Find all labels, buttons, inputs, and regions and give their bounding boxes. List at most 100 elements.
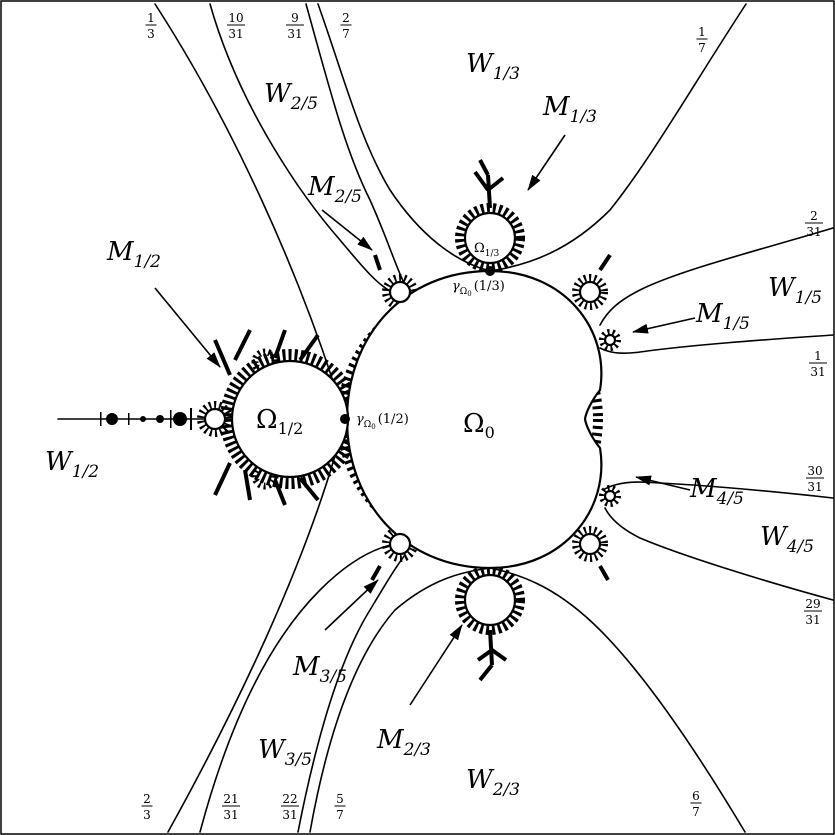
limb-labels: M1/2 M1/3 M2/5 M1/5 M4/5 M3/5 M2/3: [106, 92, 750, 760]
bulb-2-5: [388, 280, 412, 304]
fraction-denominator: 31: [228, 27, 243, 41]
ray-5-7: [309, 567, 491, 833]
label-omega-third: Ω1/3: [474, 241, 500, 259]
ray-9-31: [305, 3, 406, 286]
label-m25: M2/5: [307, 172, 362, 207]
fraction-label-6-7: 67: [690, 789, 702, 819]
ray-1-31: [599, 334, 834, 355]
fraction-denominator: 7: [698, 41, 706, 55]
fraction-denominator: 7: [692, 805, 700, 819]
fraction-numerator: 29: [805, 597, 820, 611]
fraction-label-5-7: 57: [334, 792, 346, 822]
label-m12: M1/2: [106, 237, 161, 272]
label-w12: W1/2: [45, 447, 99, 482]
arrow-m25: [321, 209, 373, 251]
ray-2-3: [167, 418, 346, 833]
label-omega-half: Ω1/2: [256, 405, 303, 438]
fraction-denominator: 3: [147, 27, 155, 41]
bulb-4-5: [603, 489, 617, 503]
label-w23: W2/3: [466, 765, 520, 800]
main-cardioid: [345, 269, 603, 570]
bulb-3-4: [578, 532, 602, 556]
ray-1-3: [154, 3, 346, 420]
arrow-m45: [635, 475, 691, 491]
ray-2-31: [599, 227, 834, 326]
fraction-label-1-7: 17: [696, 25, 708, 55]
arrow-m35: [324, 579, 379, 631]
fraction-numerator: 2: [342, 11, 350, 25]
label-m15: M1/5: [695, 299, 750, 334]
fraction-denominator: 31: [287, 27, 302, 41]
label-omega-0: Ω0: [463, 409, 495, 442]
bulb-3-5: [388, 532, 412, 556]
label-m45: M4/5: [689, 474, 744, 509]
label-w45: W4/5: [760, 522, 814, 557]
label-w25: W2/5: [264, 79, 318, 114]
fraction-label-2-31: 231: [805, 209, 823, 239]
fraction-label-1-3: 13: [145, 11, 157, 41]
fraction-denominator: 31: [805, 613, 820, 627]
fraction-numerator: 22: [282, 792, 297, 806]
label-gamma-half: γΩ0(1/2): [356, 412, 409, 431]
fraction-numerator: 9: [291, 11, 299, 25]
fraction-numerator: 21: [223, 792, 238, 806]
fraction-denominator: 7: [336, 808, 344, 822]
antenna: [100, 408, 192, 430]
fraction-numerator: 1: [147, 11, 155, 25]
fraction-label-2-7: 27: [340, 11, 352, 41]
ray-22-31: [297, 554, 406, 833]
root-point-half: [340, 414, 350, 424]
fraction-denominator: 3: [143, 808, 151, 822]
arrow-m13: [527, 134, 566, 191]
fraction-numerator: 2: [810, 209, 818, 223]
bulb-1-4: [578, 280, 602, 304]
label-m35: M3/5: [292, 652, 347, 687]
fraction-denominator: 7: [342, 27, 350, 41]
arrow-m15: [632, 317, 696, 334]
label-m13: M1/3: [542, 92, 597, 127]
root-point-third: [485, 266, 495, 276]
period-3-bulb-bottom: [463, 573, 517, 627]
fraction-numerator: 1: [814, 349, 822, 363]
label-m23: M2/3: [376, 725, 431, 760]
fraction-denominator: 31: [807, 480, 822, 494]
wake-labels: W1/2 W1/3 W2/5 W1/5 W4/5 W3/5 W2/3: [45, 49, 822, 800]
arrow-m12: [154, 287, 221, 368]
fraction-denominator: 31: [223, 808, 238, 822]
fraction-label-9-31: 931: [286, 11, 304, 41]
region-labels: Ω0 Ω1/2 Ω1/3 γΩ0(1/2) γΩ0(1/3): [256, 241, 505, 442]
fraction-numerator: 10: [228, 11, 243, 25]
bulb-antenna: [203, 407, 227, 431]
ray-6-7: [489, 567, 746, 833]
external-rays: [57, 3, 834, 833]
fraction-numerator: 1: [698, 25, 706, 39]
ray-29-31: [604, 507, 834, 601]
ray-1-7: [489, 3, 747, 272]
label-w13: W1/3: [466, 49, 520, 84]
bulb-1-5: [603, 333, 617, 347]
fraction-denominator: 31: [810, 365, 825, 379]
limb-arrows: [154, 134, 696, 706]
fraction-numerator: 5: [336, 792, 344, 806]
ray-10-31: [209, 3, 393, 293]
label-gamma-third: γΩ0(1/3): [452, 279, 505, 298]
fraction-numerator: 2: [143, 792, 151, 806]
ray-21-31: [199, 543, 396, 833]
label-w15: W1/5: [768, 273, 822, 308]
fraction-label-2-3: 23: [141, 792, 153, 822]
ray-2-7: [317, 3, 491, 272]
fraction-numerator: 30: [807, 464, 822, 478]
fraction-denominator: 31: [282, 808, 297, 822]
fraction-denominator: 31: [806, 225, 821, 239]
arrow-m23: [409, 624, 463, 706]
fraction-label-1-31: 131: [809, 349, 827, 379]
period-3-bulb-top: [463, 211, 517, 265]
